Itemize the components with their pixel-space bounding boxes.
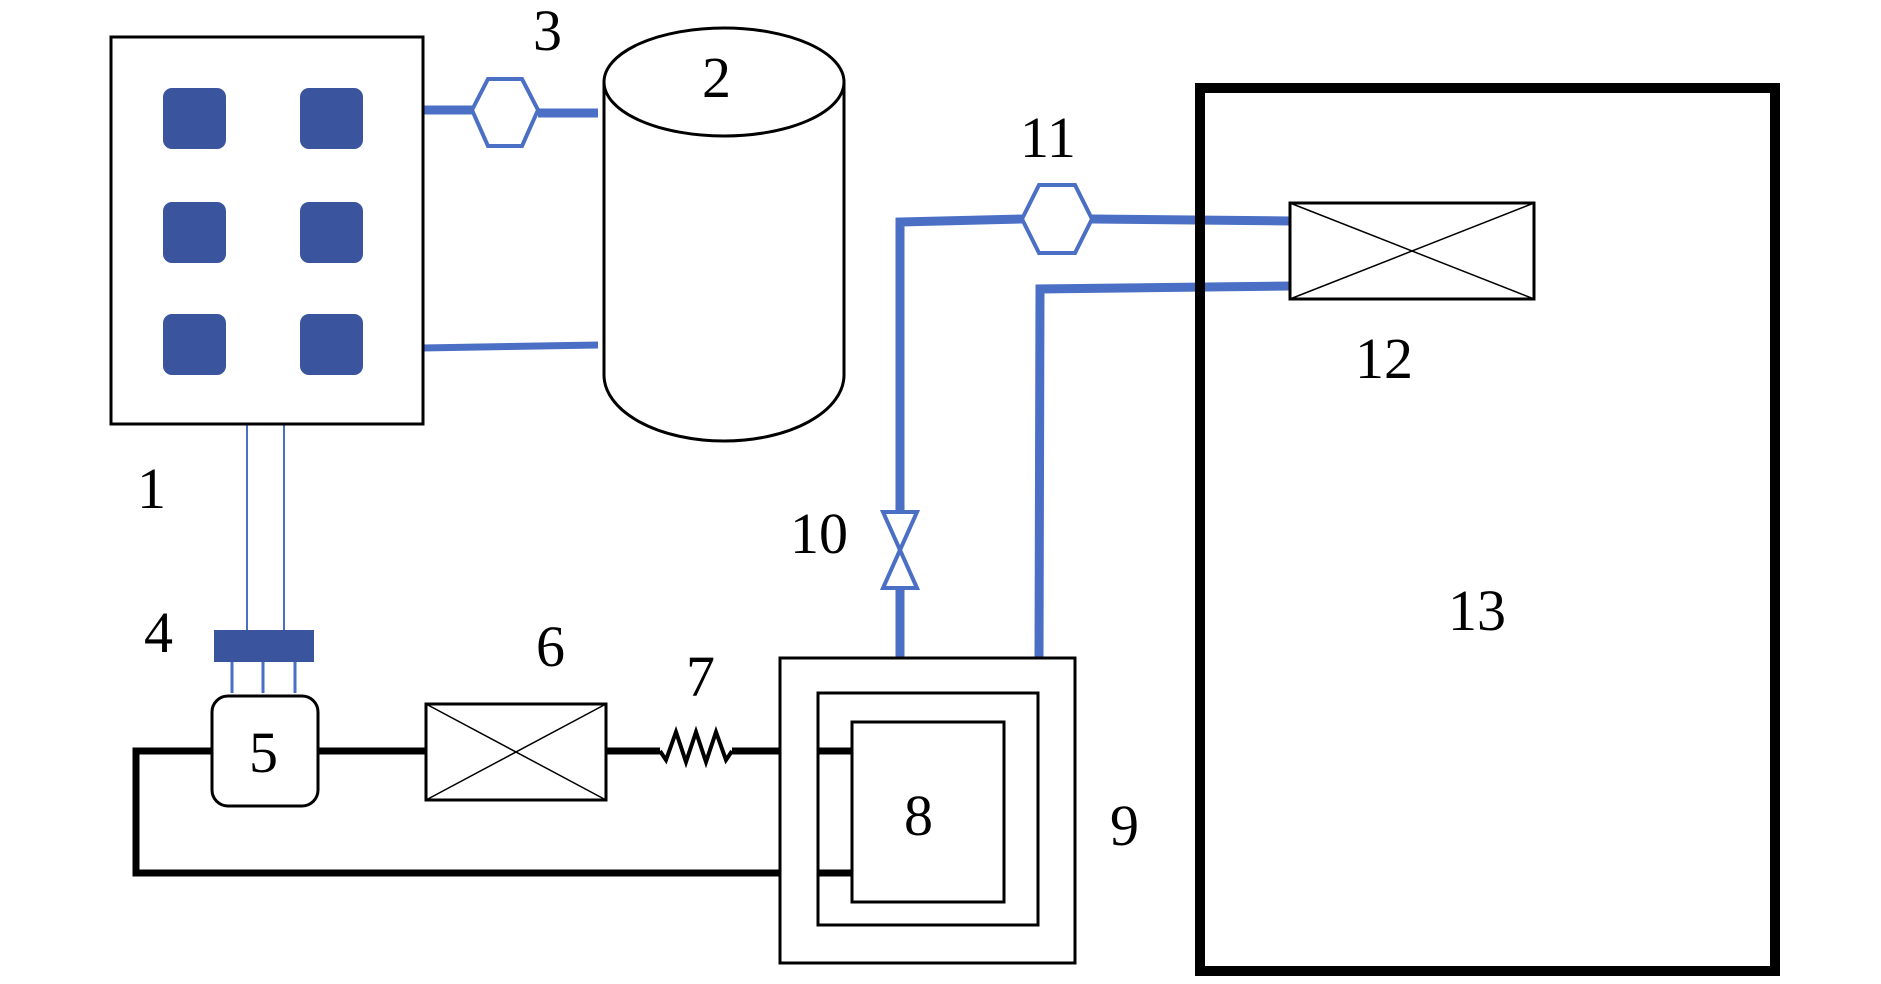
tank-2-body bbox=[602, 82, 846, 443]
unit-12-xbox bbox=[1288, 201, 1536, 301]
label-9: 9 bbox=[1110, 793, 1139, 858]
label-1: 1 bbox=[137, 456, 166, 521]
label-10: 10 bbox=[790, 501, 848, 566]
component-6-xbox bbox=[424, 702, 608, 802]
square-4 bbox=[300, 202, 363, 263]
component-5-box bbox=[210, 694, 320, 808]
label-7: 7 bbox=[686, 644, 715, 709]
label-3: 3 bbox=[533, 0, 562, 63]
enclosure-13 bbox=[1195, 83, 1780, 976]
pipe-valve-11-to-12 bbox=[1091, 214, 1291, 226]
wire-5-loop-to-9 bbox=[132, 747, 780, 877]
valve-10-bowtie bbox=[879, 510, 921, 590]
component-1-squares bbox=[163, 88, 363, 375]
tank-2 bbox=[602, 26, 846, 443]
blue-pipes bbox=[230, 105, 1291, 693]
pipe-12-return-to-9 bbox=[1034, 281, 1291, 659]
component-8-box bbox=[850, 720, 1006, 904]
label-5: 5 bbox=[249, 720, 278, 785]
pipe-1-to-tank-2-bottom bbox=[421, 341, 599, 352]
label-6: 6 bbox=[536, 614, 565, 679]
square-3 bbox=[163, 202, 226, 263]
spring-7 bbox=[658, 725, 734, 769]
square-5 bbox=[163, 314, 226, 375]
pipe-valve-10-up bbox=[895, 214, 1023, 512]
square-6 bbox=[300, 314, 363, 375]
label-2: 2 bbox=[702, 45, 731, 110]
label-8: 8 bbox=[904, 783, 933, 848]
label-12: 12 bbox=[1355, 326, 1413, 391]
square-1 bbox=[163, 88, 226, 149]
valve-3-hexagon bbox=[469, 77, 541, 148]
label-13: 13 bbox=[1448, 578, 1506, 643]
component-1-box bbox=[109, 35, 425, 426]
label-11: 11 bbox=[1020, 105, 1076, 170]
tank-2-top bbox=[602, 26, 846, 138]
label-4: 4 bbox=[144, 600, 173, 665]
component-4-bar bbox=[214, 630, 314, 662]
valve-11-hexagon bbox=[1019, 183, 1095, 255]
square-2 bbox=[300, 88, 363, 149]
